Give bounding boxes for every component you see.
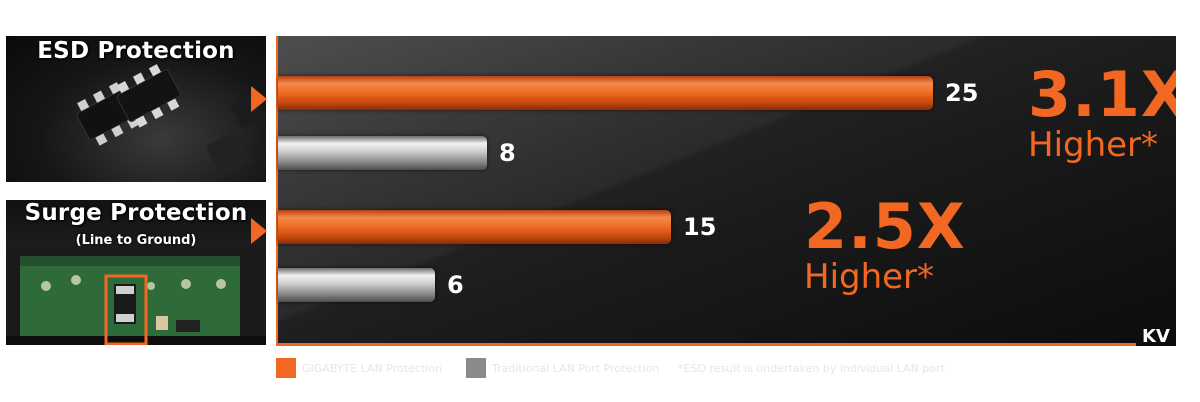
surge-board-illustration (6, 256, 266, 345)
esd-multiplier: 3.1X Higher* (1028, 58, 1176, 165)
esd-protection-title: ESD Protection (37, 38, 235, 64)
legend-label-traditional: Traditional LAN Port Protection (492, 362, 660, 375)
bar-esd-gigabyte (278, 76, 933, 110)
bar-value-surge-gigabyte: 15 (683, 213, 717, 241)
legend-swatch-gigabyte (276, 358, 296, 378)
esd-multiplier-label: Higher* (1028, 125, 1159, 165)
bar-surge-gigabyte (278, 210, 671, 244)
y-axis-line (276, 36, 278, 346)
surge-pointer-arrow (251, 218, 267, 244)
bar-esd-traditional (278, 136, 487, 170)
surge-multiplier-value: 2.5X (804, 190, 966, 263)
esd-multiplier-value: 3.1X (1028, 58, 1176, 131)
x-axis-unit-label: KV (1142, 326, 1170, 346)
legend-footnote: *ESD result is undertaken by individual … (678, 362, 945, 375)
surge-multiplier-label: Higher* (804, 257, 935, 297)
esd-pointer-arrow (251, 86, 267, 112)
x-axis-line (276, 343, 1136, 346)
bar-surge-traditional (278, 268, 435, 302)
bar-value-surge-traditional: 6 (447, 271, 464, 299)
bar-value-esd-traditional: 8 (499, 139, 516, 167)
surge-protection-subtitle: (Line to Ground) (75, 233, 197, 248)
surge-multiplier: 2.5X Higher* (804, 190, 966, 297)
esd-protection-panel: ESD Protection (6, 36, 266, 182)
legend-label-gigabyte: GIGABYTE LAN Protection (302, 362, 442, 375)
protection-bar-chart: KV 25 8 15 6 3.1X Higher* 2.5X Higher* (276, 36, 1176, 346)
surge-protection-panel: Surge Protection (Line to Ground) (6, 200, 266, 345)
surge-protection-title: Surge Protection (24, 200, 248, 226)
esd-chip-illustration (76, 64, 264, 176)
legend-swatch-traditional (466, 358, 486, 378)
bar-value-esd-gigabyte: 25 (945, 79, 979, 107)
